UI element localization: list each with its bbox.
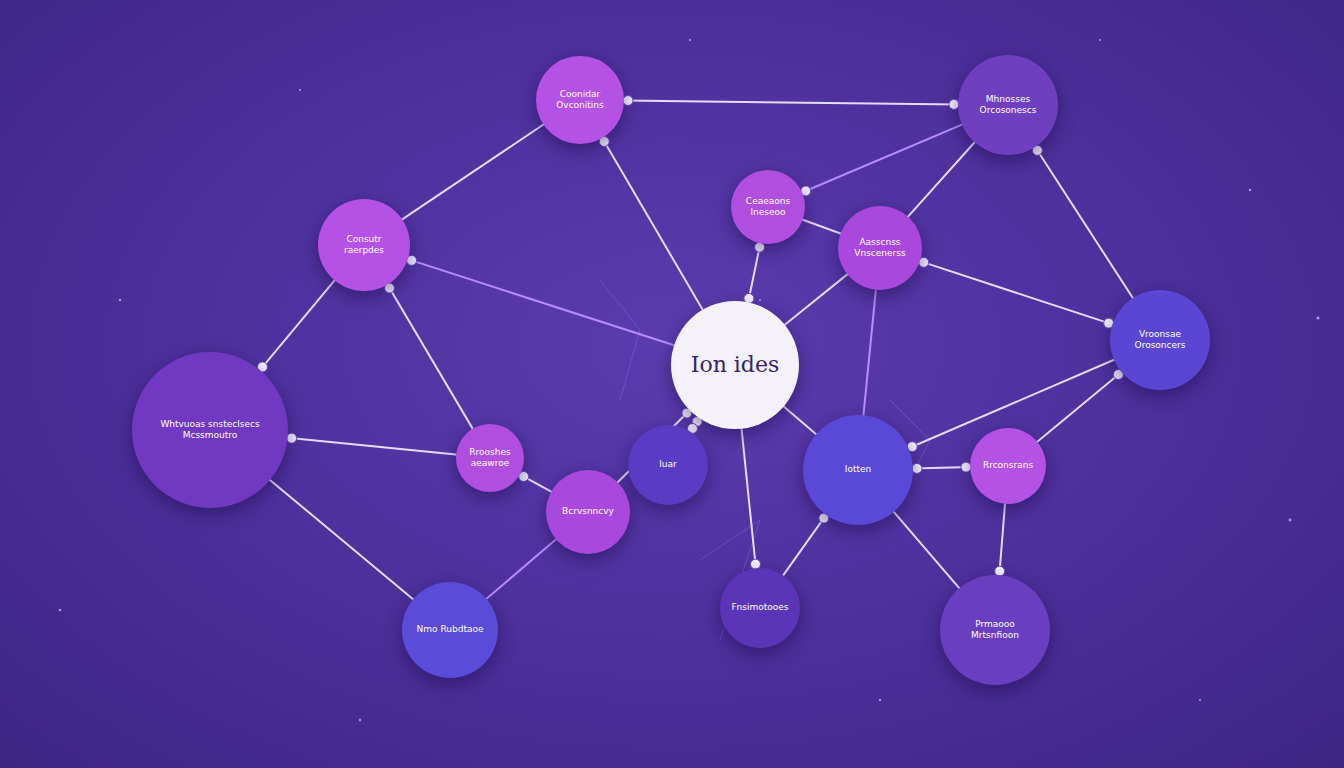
network-link <box>408 259 674 345</box>
text-stack: Nmo Rubdtaoe <box>417 624 484 635</box>
text-stack: Coonidar Ovconitins <box>551 89 608 112</box>
network-link <box>863 290 875 415</box>
topic-circle: luar <box>628 425 708 505</box>
node-label: Consutr raerpdes <box>334 234 394 257</box>
network-link <box>908 142 975 216</box>
node-label: Rrooshes aeawroe <box>465 447 515 470</box>
junction-dot <box>287 433 297 443</box>
network-link <box>387 285 472 429</box>
node-label: Fnsimotooes <box>731 602 788 613</box>
node-label: Prmaooo Mrtsnfioon <box>959 619 1031 642</box>
node-label: Ion ides <box>691 351 780 379</box>
topic-circle: Rrconsrans <box>970 428 1046 504</box>
topic-circle: AasscnssVnscenerss <box>838 206 922 290</box>
network-link <box>920 261 1113 324</box>
topic-circle: Nmo Rubdtaoe <box>402 582 498 678</box>
topic-circle: Ceaeaons lneseoo <box>731 170 805 244</box>
network-link <box>402 125 543 220</box>
node-label: Bcrvsnncvy <box>562 506 614 517</box>
topic-circle: Rrooshes aeawroe <box>456 424 525 493</box>
topic-circle: Bcrvsnncvy <box>546 470 630 554</box>
topic-circle: Vroonsae Orosoncers <box>1110 290 1210 390</box>
text-stack: Mhnosses Orcosonescs <box>976 94 1041 117</box>
text-stack: Rrconsrans <box>983 460 1033 471</box>
network-link <box>803 220 841 234</box>
topic-circle: Consutr raerpdes <box>318 199 410 291</box>
network-link <box>1035 147 1133 298</box>
node-label: Vroonsae Orosoncers <box>1128 329 1193 352</box>
node-label: luar <box>659 459 676 470</box>
node-label: Coonidar Ovconitins <box>551 89 608 112</box>
network-link <box>784 407 816 435</box>
text-stack: AasscnssVnscenerss <box>854 237 905 260</box>
text-stack: Ceaeaons lneseoo <box>743 196 793 219</box>
network-link <box>624 101 958 105</box>
node-label: Iotten <box>845 464 871 475</box>
topic-circle: Whtvuoas snsteclsecs Mcssmoutro <box>132 352 288 508</box>
junction-dot <box>912 463 922 473</box>
text-stack: Rrooshes aeawroe <box>465 447 515 470</box>
topic-circle: Mhnosses Orcosonescs <box>958 55 1058 155</box>
network-link <box>1037 372 1121 442</box>
text-stack: Prmaooo Mrtsnfioon <box>959 619 1031 642</box>
center-circle: Ion ides <box>671 301 799 429</box>
text-stack: Consutr raerpdes <box>334 234 394 257</box>
node-label: Nmo Rubdtaoe <box>417 624 484 635</box>
network-link <box>486 539 556 599</box>
network-link <box>783 515 826 576</box>
text-stack: luar <box>659 459 676 470</box>
network-link <box>999 504 1005 575</box>
network-link <box>894 512 959 588</box>
network-link <box>288 438 456 455</box>
network-link <box>785 274 848 324</box>
junction-dot <box>623 96 633 106</box>
network-link <box>602 138 702 310</box>
node-label: Mhnosses Orcosonescs <box>976 94 1041 117</box>
topic-circle: Iotten <box>803 415 913 525</box>
network-link <box>260 280 335 370</box>
node-label: Rrconsrans <box>983 460 1033 471</box>
network-link <box>742 429 756 569</box>
text-stack: Fnsimotooes <box>731 602 788 613</box>
text-stack: Ion ides <box>691 351 780 379</box>
text-stack: Whtvuoas snsteclsecs Mcssmoutro <box>159 419 260 442</box>
text-stack: Vroonsae Orosoncers <box>1128 329 1193 352</box>
node-label: Ceaeaons lneseoo <box>743 196 793 219</box>
node-label: Aasscnss <box>859 237 900 248</box>
topic-circle: Fnsimotooes <box>720 568 800 648</box>
node-label: Vnscenerss <box>854 248 905 259</box>
text-stack: Bcrvsnncvy <box>562 506 614 517</box>
topic-circle: Coonidar Ovconitins <box>536 56 624 144</box>
text-stack: Iotten <box>845 464 871 475</box>
node-label: Whtvuoas snsteclsecs Mcssmoutro <box>159 419 260 442</box>
topic-circle: Prmaooo Mrtsnfioon <box>940 575 1050 685</box>
network-link <box>270 480 413 599</box>
